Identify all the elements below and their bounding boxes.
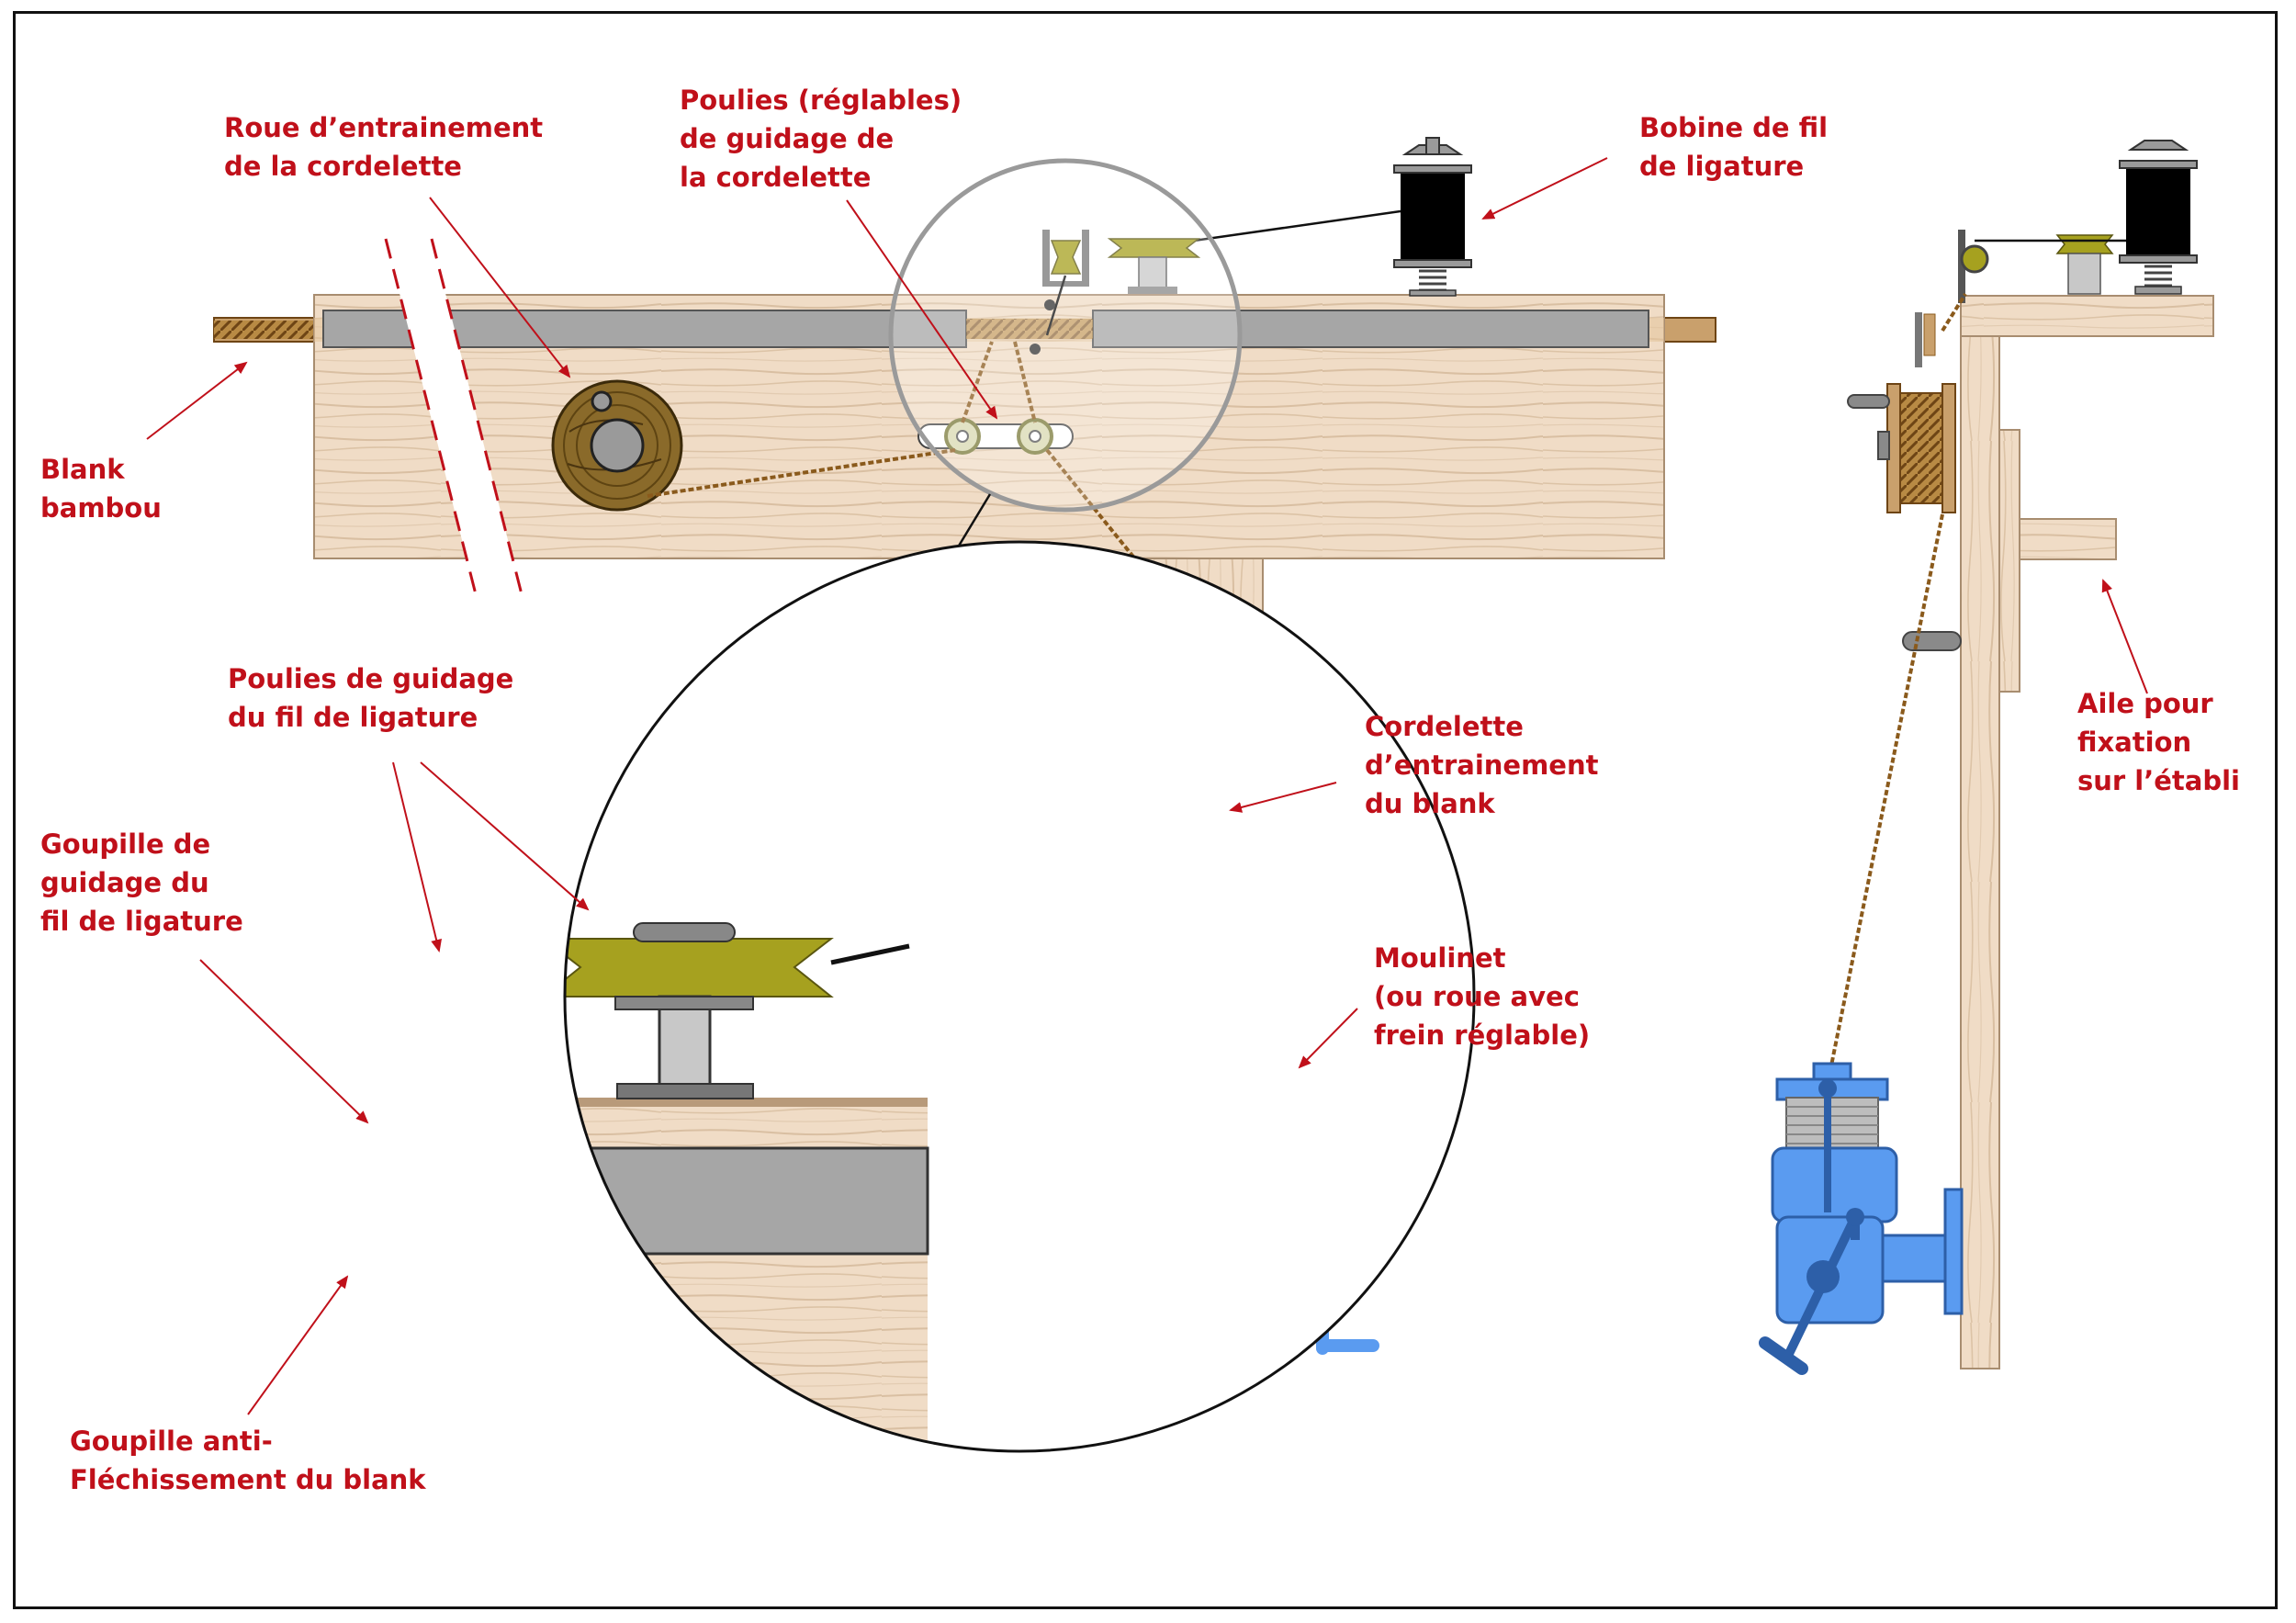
guide-pin-zoom — [374, 1120, 407, 1153]
top-pulleys-small — [1030, 230, 1201, 355]
side-view — [1759, 140, 2214, 1375]
diagram-frame — [13, 11, 2278, 1609]
side-top-beam — [1960, 295, 2214, 337]
anti-flex-pin-zoom — [331, 1239, 364, 1272]
label-poulies-fil-ligature: Poulies de guidage du fil de ligature — [228, 663, 514, 733]
grey-rail-right — [1092, 310, 1649, 348]
zoom-detail — [331, 540, 1476, 1453]
magnifier-circle — [888, 158, 1243, 513]
label-blank-bambou: Blank bambou — [40, 454, 162, 524]
label-goupille-anti: Goupille anti- Fléchissement du blank — [70, 1426, 426, 1495]
zoom-pulley-small — [397, 955, 482, 1065]
label-cordelette-blank: Cordelette d’entrainement du blank — [1365, 711, 1599, 819]
zoom-grey-rail — [565, 1146, 929, 1256]
label-roue-entrainement: Roue d’entrainement de la cordelette — [224, 112, 544, 182]
side-wing — [1998, 429, 2020, 693]
label-poulies-reglables: Poulies (réglables) de guidage de la cor… — [680, 85, 962, 193]
label-moulinet: Moulinet (ou roue avec frein réglable) — [1374, 942, 1591, 1051]
break-gap — [386, 239, 523, 602]
drive-wheel — [551, 379, 683, 512]
fishing-reel-side — [1759, 1062, 1964, 1375]
thread-spool — [1393, 137, 1472, 297]
side-post — [1960, 295, 2000, 1369]
label-bobine-fil: Bobine de fil de ligature — [1639, 112, 1829, 182]
label-aile-fixation: Aile pour fixation sur l’établi — [2077, 688, 2241, 796]
zoom-pulley-large — [565, 938, 834, 997]
callout-arrows — [146, 157, 2148, 1415]
label-goupille-guidage: Goupille de guidage du fil de ligature — [40, 828, 243, 937]
